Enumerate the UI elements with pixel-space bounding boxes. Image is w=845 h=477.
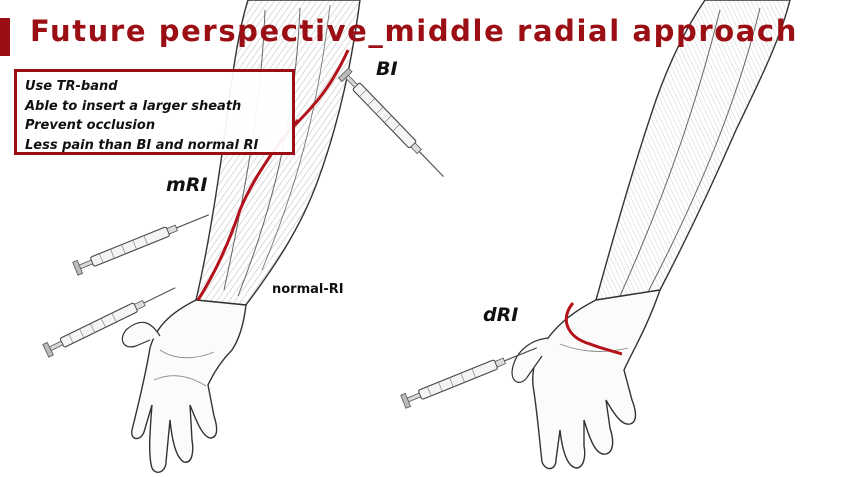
slide-title: Future perspective_middle radial approac… (30, 14, 798, 48)
label-mri: mRI (166, 174, 208, 196)
note-item: Prevent occlusion (25, 118, 156, 133)
distal-radial-artery-path (564, 302, 623, 356)
title-accent-bar (0, 18, 10, 56)
notes-box: Use TR-band Able to insert a larger shea… (14, 69, 295, 155)
syringe-icon (72, 207, 213, 276)
label-normal-ri: normal-RI (272, 282, 344, 297)
left-hand-illustration (121, 299, 247, 473)
note-item: Less pain than BI and normal RI (25, 137, 259, 153)
note-item: Able to insert a larger sheath (25, 98, 242, 114)
label-dri: dRI (483, 304, 519, 326)
note-item: Use TR-band (25, 79, 118, 94)
syringe-icon (337, 67, 450, 183)
label-bi: BI (376, 58, 398, 80)
right-hand-illustration (511, 289, 662, 470)
